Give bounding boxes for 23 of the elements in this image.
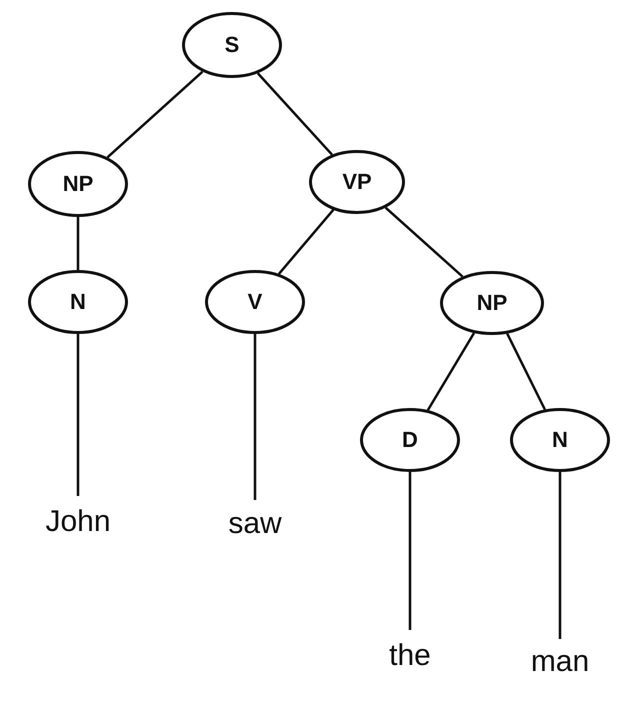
word-label: John <box>45 507 111 537</box>
tree-branch-line <box>106 70 204 158</box>
category-label: NP <box>476 290 508 316</box>
category-label: NP <box>62 171 94 197</box>
tree-branch-line <box>254 334 256 500</box>
category-label: S <box>224 32 240 58</box>
tree-branch-line <box>558 472 562 639</box>
category-label: V <box>248 289 262 315</box>
category-label: D <box>402 427 418 453</box>
tree-branch-line <box>384 206 464 278</box>
tree-branch-line <box>278 209 334 275</box>
tree-branch-line <box>76 334 80 496</box>
word-label: man <box>530 647 590 677</box>
tree-branch-line <box>256 72 333 156</box>
tree-branch-line <box>76 217 80 270</box>
tree-branch-line <box>506 333 546 410</box>
category-label: N <box>552 427 568 453</box>
tree-branch-line <box>408 472 412 630</box>
tree-branch-line <box>426 332 476 411</box>
word-label: the <box>389 641 431 671</box>
category-label: N <box>70 289 86 315</box>
category-label: VP <box>342 169 372 195</box>
word-label: saw <box>228 509 282 539</box>
